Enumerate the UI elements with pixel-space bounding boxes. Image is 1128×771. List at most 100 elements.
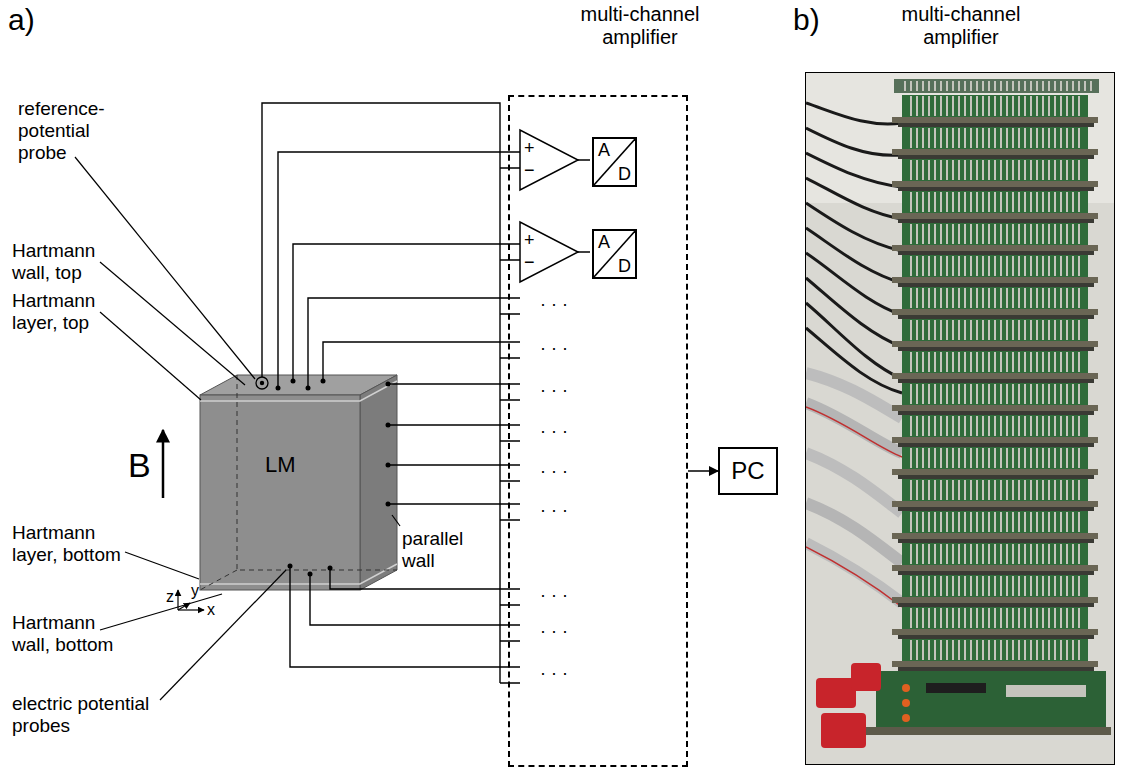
probe-wires xyxy=(293,244,520,381)
probe-points xyxy=(256,377,391,577)
red-connectors xyxy=(851,663,881,691)
probe-wires xyxy=(308,298,520,388)
cube xyxy=(200,375,397,590)
amplifier-group: multi-channel amplifierADAD xyxy=(508,95,688,767)
amplifier-photo xyxy=(806,73,1114,764)
photo-background xyxy=(806,73,1114,764)
panel-letter: a) xyxy=(8,2,35,37)
circuit-boards xyxy=(892,351,1098,383)
axis-label: x xyxy=(207,601,215,620)
photo-panel: multi-channel amplifier xyxy=(805,72,1115,765)
probe-points xyxy=(306,386,311,391)
signal-cables xyxy=(806,328,902,393)
probe-points xyxy=(386,382,391,387)
connector-arrow xyxy=(688,470,718,472)
converter-letter: D xyxy=(618,164,631,184)
probe-wires xyxy=(323,342,520,381)
circuit-boards xyxy=(892,639,1098,671)
circuit-boards xyxy=(892,447,1098,479)
leader-lines xyxy=(392,515,400,526)
signal-cables xyxy=(806,253,902,315)
circuit-boards xyxy=(892,479,1098,511)
probe-points xyxy=(328,566,333,571)
circuit-boards xyxy=(892,415,1098,447)
axis-label: z xyxy=(166,588,174,607)
ad-diagonal xyxy=(594,139,635,185)
circuit-boards xyxy=(926,683,986,693)
part-label: electric potential probes xyxy=(12,693,177,737)
ribbon-cables xyxy=(806,403,902,453)
circuit-boards xyxy=(866,727,1111,735)
probe-wires xyxy=(262,103,500,683)
ribbon-cables xyxy=(806,373,902,607)
channel-dots: · · · xyxy=(540,585,568,606)
panel-letter: b) xyxy=(793,2,820,37)
amplifier-symbol xyxy=(520,130,590,282)
amplifier-symbol xyxy=(520,222,578,282)
converter-letter: A xyxy=(598,140,610,160)
cube xyxy=(200,381,397,584)
circuit-boards xyxy=(892,95,1098,127)
circuit-boards xyxy=(866,79,1111,735)
probe-wires xyxy=(388,424,520,425)
channel-dots: · · · xyxy=(540,421,568,442)
leader-lines xyxy=(125,552,199,579)
part-label: Hartmann wall, bottom xyxy=(12,612,130,656)
probe-points xyxy=(276,386,281,391)
circuit-boards xyxy=(892,159,1098,191)
axes xyxy=(178,609,204,610)
converter-letter: D xyxy=(618,256,631,276)
probe-wires xyxy=(388,383,520,384)
red-connectors xyxy=(816,663,881,748)
signal-cables xyxy=(806,153,902,187)
circuit-boards xyxy=(892,543,1098,575)
probe-wires xyxy=(388,464,520,465)
field-label: B xyxy=(128,446,151,486)
red-connectors xyxy=(816,678,856,708)
probe-points xyxy=(386,423,391,428)
photo-background xyxy=(806,73,1114,203)
circuit-boards xyxy=(1006,685,1086,697)
circuit-boards xyxy=(892,223,1098,255)
probe-wires xyxy=(388,503,520,504)
red-connectors xyxy=(821,713,866,748)
pin-sign: − xyxy=(524,252,535,273)
probe-wires xyxy=(290,566,520,667)
pin-sign: + xyxy=(524,230,535,251)
field-arrow xyxy=(162,430,165,498)
part-label: Hartmann layer, top xyxy=(12,290,130,334)
amplifier-symbol xyxy=(578,251,590,253)
converter-letter: A xyxy=(598,232,610,252)
channel-dots: · · · xyxy=(540,461,568,482)
probe-wires xyxy=(262,103,520,683)
circuit-boards xyxy=(892,383,1098,415)
probe-points xyxy=(386,502,391,507)
circuit-boards xyxy=(902,81,1092,91)
signal-cables xyxy=(806,228,902,283)
part-label: Hartmann wall, top xyxy=(12,240,130,284)
ribbon-cables xyxy=(806,407,902,607)
pin-sign: + xyxy=(524,138,535,159)
part-label: reference-potential probe xyxy=(18,98,130,165)
signal-cables xyxy=(806,103,902,393)
cube xyxy=(200,395,360,590)
pin-sign: − xyxy=(524,160,535,181)
circuit-boards xyxy=(892,575,1098,607)
circuit-boards xyxy=(876,671,1106,727)
circuit-boards xyxy=(902,699,910,707)
signal-cables xyxy=(806,278,902,347)
circuit-boards xyxy=(902,684,910,692)
photo-background xyxy=(806,73,1114,764)
channel-dots: · · · xyxy=(540,621,568,642)
part-label: Hartmann layer, bottom xyxy=(12,522,130,566)
probe-points xyxy=(260,381,264,385)
channel-dots: · · · xyxy=(540,338,568,359)
circuit-boards xyxy=(892,607,1098,639)
axis-label: y xyxy=(191,582,199,601)
leader-lines xyxy=(100,594,222,630)
cube xyxy=(200,375,397,590)
circuit-boards xyxy=(892,255,1098,287)
circuit-boards xyxy=(892,511,1098,543)
ad-converter: AD xyxy=(592,229,637,279)
